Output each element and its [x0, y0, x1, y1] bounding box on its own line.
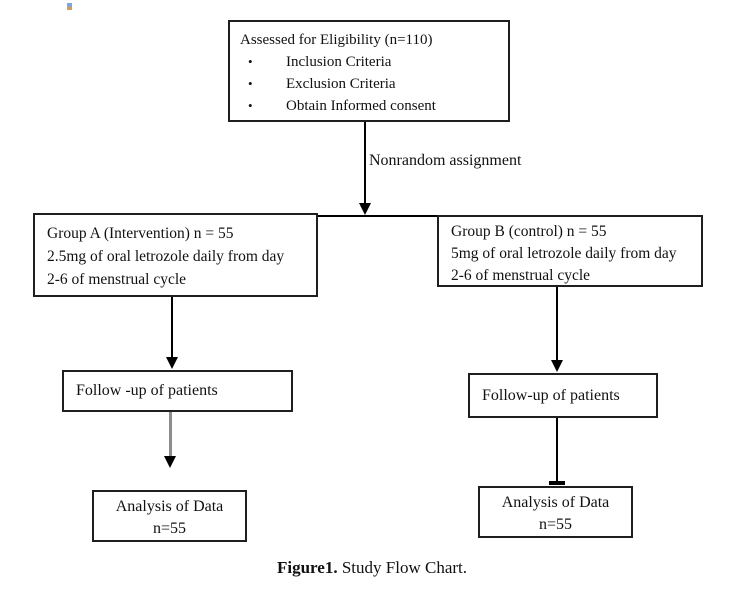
analysis-a-box: Analysis of Data n=55 — [92, 490, 247, 542]
artifact-speck — [67, 3, 72, 10]
group-b-line: 2-6 of menstrual cycle — [451, 267, 591, 284]
caption-figure-label: Figure1. — [276, 558, 338, 577]
caption-text: Study Flow Chart. — [337, 558, 467, 577]
followup-a-box: Follow -up of patients — [62, 370, 293, 412]
followup-b-arrow-line — [556, 418, 558, 484]
eligibility-bullet-label: Obtain Informed consent — [286, 98, 436, 114]
assignment-label: Nonrandom assignment — [369, 152, 522, 169]
analysis-b-line: Analysis of Data — [501, 494, 610, 511]
group-a-line: Group A (Intervention) n = 55 — [47, 225, 234, 242]
group-b-arrowhead-icon — [551, 360, 563, 372]
group-a-arrow-line — [171, 297, 173, 358]
analysis-b-line: n=55 — [538, 516, 573, 533]
eligibility-bullet-label: Exclusion Criteria — [286, 76, 396, 92]
eligibility-title: Assessed for Eligibility (n=110) — [240, 32, 433, 48]
bullet-icon: • — [248, 54, 253, 69]
eligibility-bullet-row: • Exclusion Criteria — [240, 73, 504, 95]
eligibility-bullet-label: Inclusion Criteria — [286, 54, 392, 70]
group-a-arrowhead-icon — [166, 357, 178, 369]
eligibility-box: Assessed for Eligibility (n=110) • Inclus… — [228, 20, 510, 122]
group-b-arrow-line — [556, 287, 558, 360]
followup-b-box: Follow-up of patients — [468, 373, 658, 418]
group-b-line: 5mg of oral letrozole daily from day — [451, 245, 677, 262]
followup-a-arrowhead-icon — [164, 456, 176, 468]
group-a-line: 2-6 of menstrual cycle — [47, 271, 187, 288]
group-a-box: Group A (Intervention) n = 55 2.5mg of o… — [33, 213, 318, 297]
group-b-box: Group B (control) n = 55 5mg of oral let… — [437, 215, 703, 287]
analysis-b-box: Analysis of Data n=55 — [478, 486, 633, 538]
analysis-a-line: Analysis of Data — [115, 498, 224, 515]
assignment-arrow-line — [364, 122, 366, 204]
figure-caption: Figure1. Study Flow Chart. — [0, 558, 744, 578]
eligibility-bullet-row: • Obtain Informed consent — [240, 95, 504, 117]
followup-a-label: Follow -up of patients — [76, 382, 218, 399]
group-b-line: Group B (control) n = 55 — [451, 223, 607, 240]
analysis-a-line: n=55 — [152, 520, 187, 537]
bullet-icon: • — [248, 76, 253, 91]
bullet-icon: • — [248, 98, 253, 113]
assignment-arrowhead-icon — [359, 203, 371, 215]
followup-a-arrow-line — [169, 412, 172, 457]
groups-connector-line — [316, 215, 439, 217]
followup-b-label: Follow-up of patients — [482, 386, 620, 404]
followup-b-arrow-tick — [549, 481, 565, 485]
group-a-line: 2.5mg of oral letrozole daily from day — [47, 248, 285, 265]
eligibility-bullet-row: • Inclusion Criteria — [240, 51, 504, 73]
